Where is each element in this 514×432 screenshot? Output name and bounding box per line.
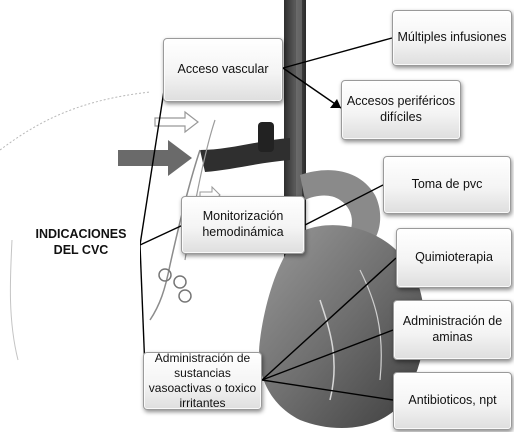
detail-antibiotics: Antibioticos, npt	[393, 372, 512, 430]
detail-multiple-infusions: Múltiples infusiones	[392, 10, 512, 66]
detail-label: Accesos periféricos difíciles	[346, 94, 456, 125]
catheter-hub	[159, 269, 171, 281]
detail-label: Múltiples infusiones	[397, 30, 506, 46]
detail-pvc-measure: Toma de pvc	[383, 156, 511, 214]
category-administration: Administración de sustancias vasoactivas…	[143, 352, 262, 410]
catheter-hub	[179, 290, 191, 302]
category-label: Administración de sustancias vasoactivas…	[148, 351, 257, 411]
center-topic: INDICACIONES DEL CVC	[22, 220, 140, 266]
body-outline	[10, 240, 18, 360]
detail-label: Quimioterapia	[415, 250, 493, 266]
detail-amines: Administración de aminas	[393, 300, 512, 360]
category-vascular-access: Acceso vascular	[163, 38, 283, 102]
category-label: Monitorización hemodinámica	[186, 209, 300, 240]
detail-label: Toma de pvc	[412, 177, 483, 193]
detail-chemotherapy: Quimioterapia	[396, 228, 512, 288]
category-label: Acceso vascular	[177, 62, 268, 78]
category-monitoring: Monitorización hemodinámica	[181, 196, 305, 254]
shoulder-outline	[0, 92, 150, 150]
catheter-hub	[174, 276, 186, 288]
detail-label: Antibioticos, npt	[408, 393, 496, 409]
connector-arrowhead	[330, 99, 341, 108]
guide-arrow-icon	[155, 112, 198, 132]
detail-difficult-peripheral: Accesos periféricos difíciles	[341, 80, 461, 140]
center-topic-label: INDICACIONES DEL CVC	[26, 227, 136, 258]
jugular-stub	[258, 122, 274, 152]
subclavian-vein	[200, 138, 290, 172]
detail-label: Administración de aminas	[398, 314, 507, 345]
